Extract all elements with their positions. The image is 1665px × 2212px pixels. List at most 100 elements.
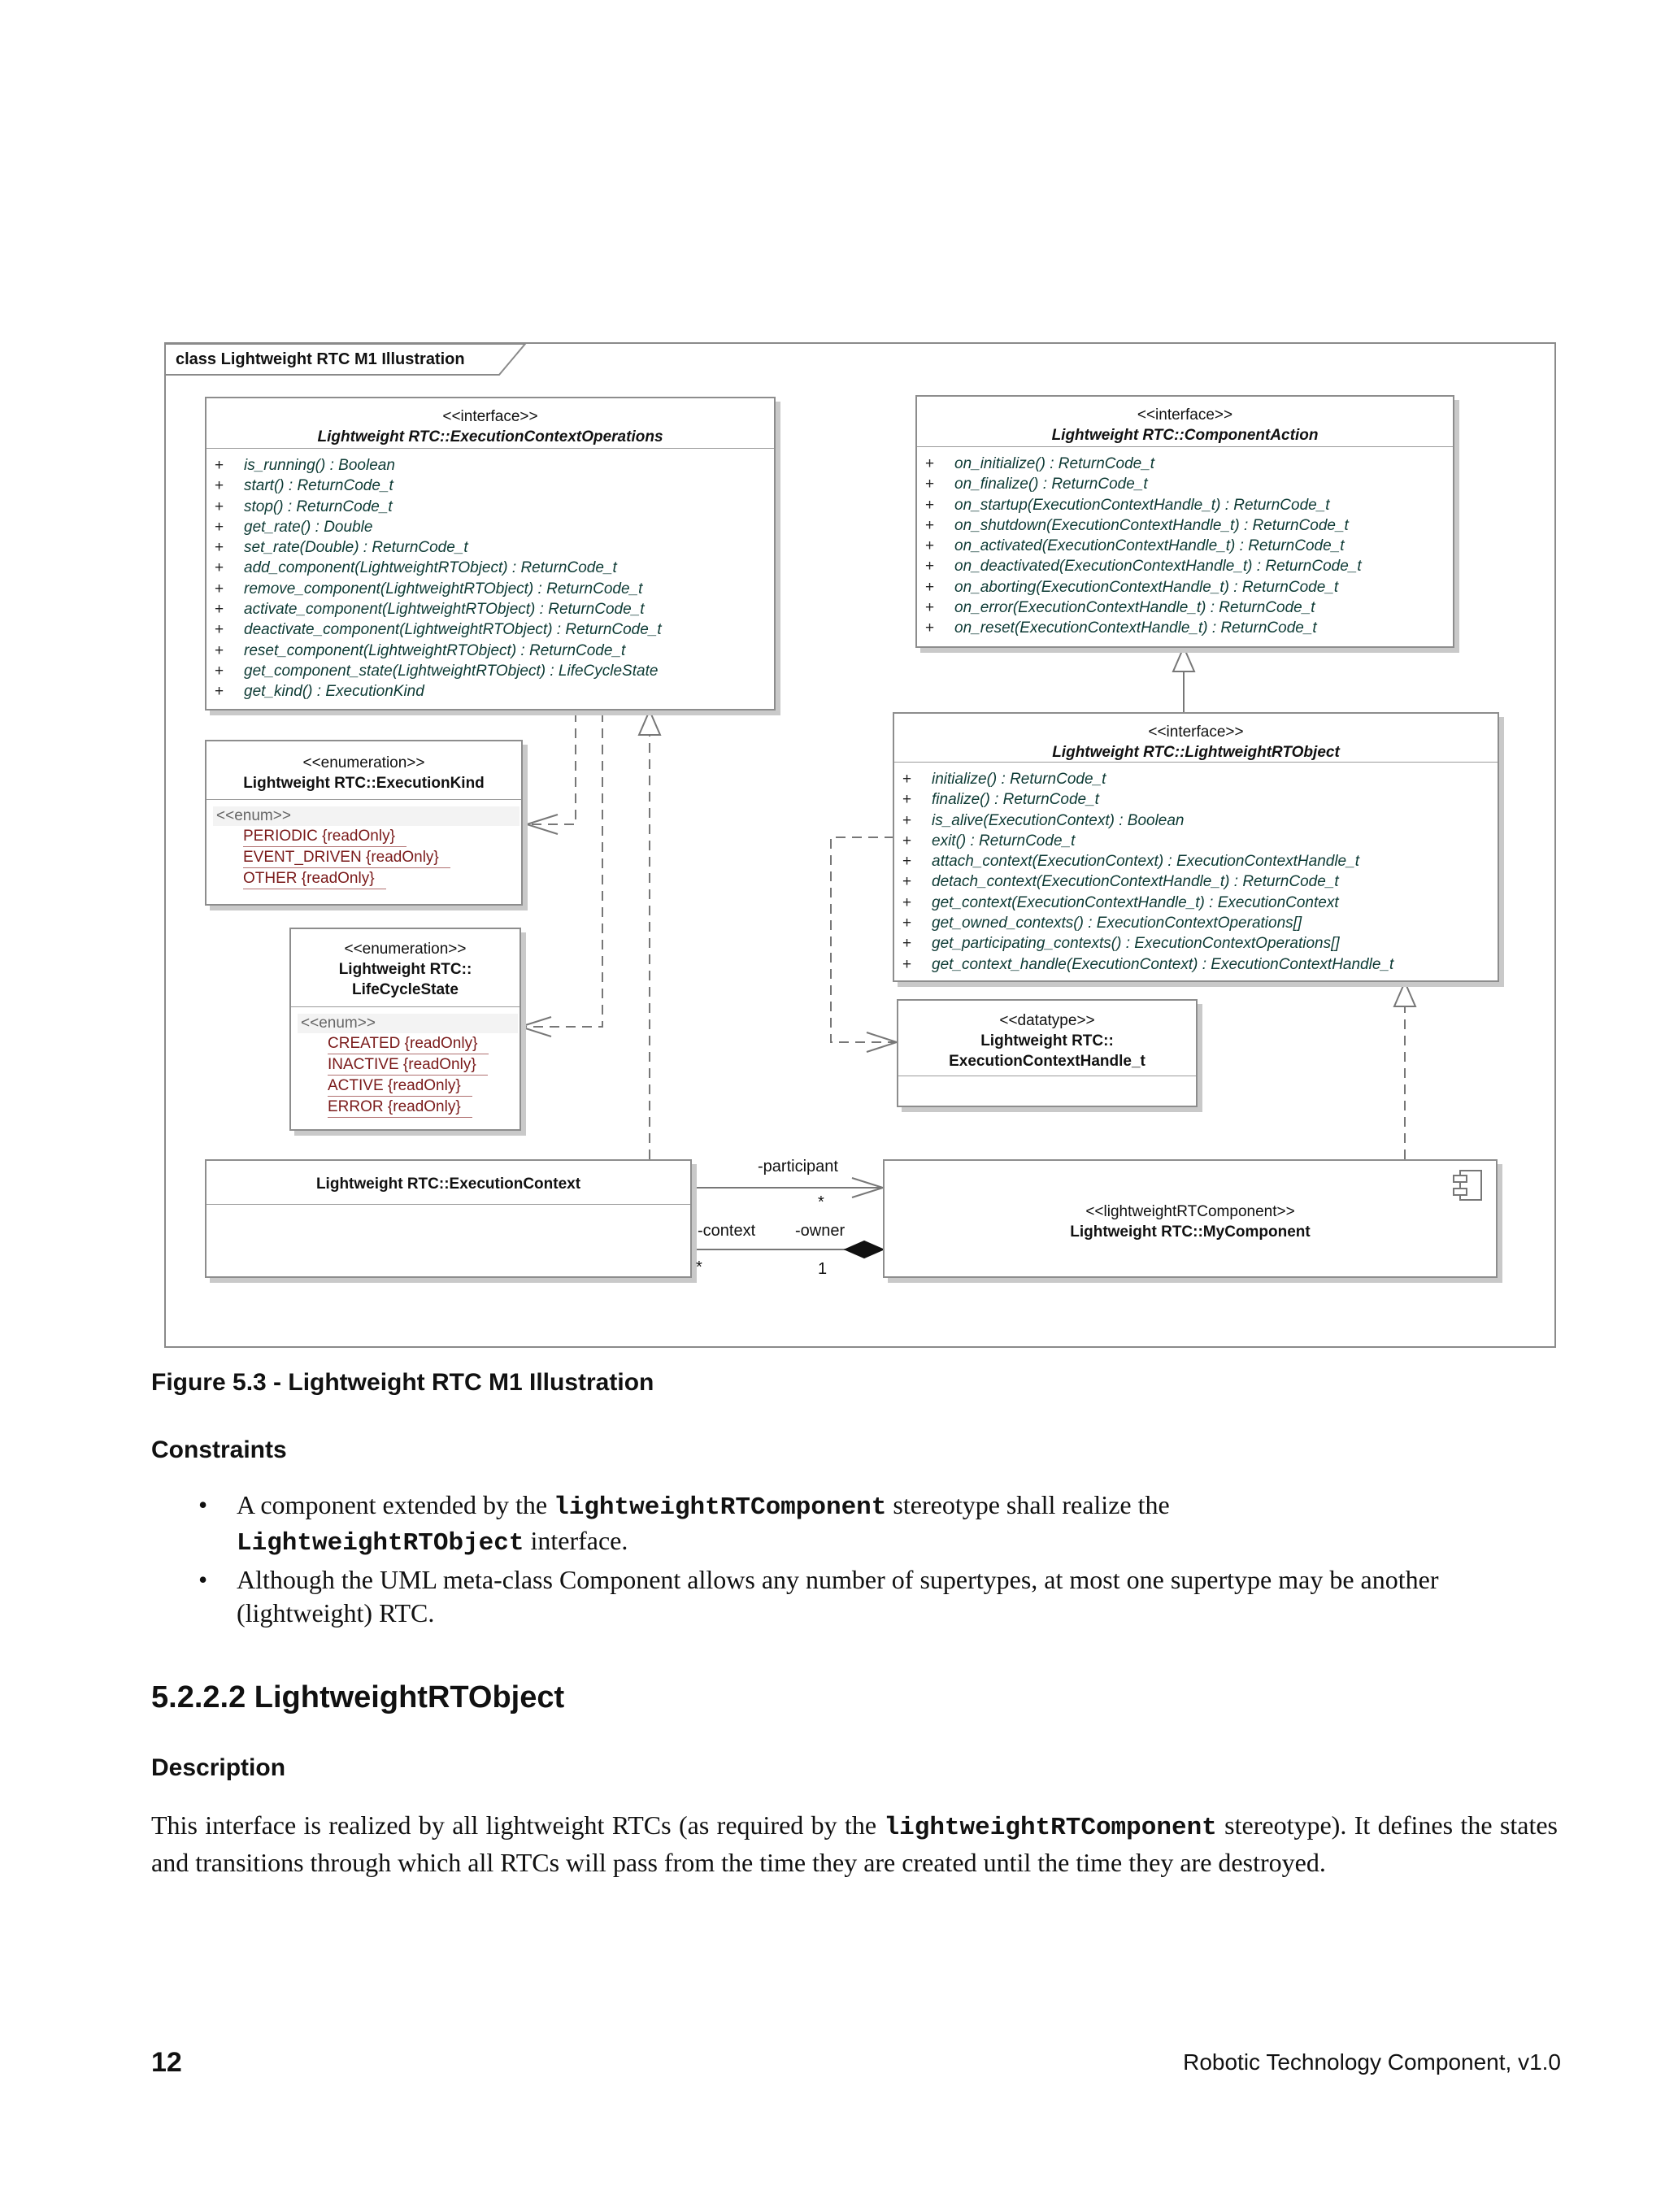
operation: +on_reset(ExecutionContextHandle_t) : Re… xyxy=(917,618,1453,638)
operation-signature: finalize() : ReturnCode_t xyxy=(932,791,1099,809)
operation-signature: on_error(ExecutionContextHandle_t) : Ret… xyxy=(954,599,1315,617)
class-name-line1: Lightweight RTC:: xyxy=(980,1032,1114,1050)
operation: +get_kind() : ExecutionKind xyxy=(206,681,774,702)
stereotype-label: <<datatype>> xyxy=(999,1012,1095,1029)
stereotype-label: <<interface>> xyxy=(1137,406,1233,424)
multiplicity-context: * xyxy=(696,1258,702,1276)
operation-signature: start() : ReturnCode_t xyxy=(244,477,393,495)
operation-signature: detach_context(ExecutionContextHandle_t)… xyxy=(932,873,1339,891)
page-number: 12 xyxy=(151,2047,182,2078)
enum-tag: <<enum>> xyxy=(298,1014,518,1033)
visibility-public: + xyxy=(215,662,224,680)
enum-literal: OTHER {readOnly} xyxy=(243,868,386,889)
frame-title: class Lightweight RTC M1 Illustration xyxy=(176,350,465,368)
operation-signature: is_alive(ExecutionContext) : Boolean xyxy=(932,811,1185,829)
text-run: stereotype). It defines the states and t… xyxy=(151,1810,1558,1877)
visibility-public: + xyxy=(925,558,935,576)
visibility-public: + xyxy=(215,477,224,495)
section-heading: 5.2.2.2 LightweightRTObject xyxy=(151,1680,565,1714)
visibility-public: + xyxy=(902,791,912,809)
operation: +on_shutdown(ExecutionContextHandle_t) :… xyxy=(917,515,1453,536)
operation-signature: get_kind() : ExecutionKind xyxy=(244,683,424,701)
diagram-frame: class Lightweight RTC M1 Illustration xyxy=(164,342,1556,1348)
component-icon xyxy=(1453,1170,1482,1201)
multiplicity-participant: * xyxy=(818,1193,824,1211)
datatype-ec-handle: <<datatype>> Lightweight RTC:: Execution… xyxy=(897,999,1198,1107)
visibility-public: + xyxy=(902,771,912,788)
operation: +deactivate_component(LightweightRTObjec… xyxy=(206,619,774,640)
class-name-line1: Lightweight RTC:: xyxy=(338,961,472,978)
class-name: Lightweight RTC::MyComponent xyxy=(1070,1223,1311,1241)
visibility-public: + xyxy=(902,811,912,829)
class-execution-context-operations: <<interface>> Lightweight RTC::Execution… xyxy=(205,397,776,711)
class-execution-context: Lightweight RTC::ExecutionContext xyxy=(205,1159,692,1278)
operation: + is_alive(ExecutionContext) : Boolean xyxy=(894,810,1498,831)
operation-signature: stop() : ReturnCode_t xyxy=(244,498,393,515)
operation: +stop() : ReturnCode_t xyxy=(206,497,774,517)
operation-signature: on_activated(ExecutionContextHandle_t) :… xyxy=(954,537,1345,555)
class-name: Lightweight RTC::ExecutionContextOperati… xyxy=(317,428,663,445)
class-lightweight-rtobject: <<interface>> Lightweight RTC::Lightweig… xyxy=(893,712,1499,982)
class-name-line2: LifeCycleState xyxy=(352,981,459,998)
operation-signature: initialize() : ReturnCode_t xyxy=(932,771,1106,788)
text-run: Although the UML meta-class Component al… xyxy=(237,1565,1439,1594)
operation-signature: get_context_handle(ExecutionContext) : E… xyxy=(932,955,1394,973)
operation: +get_participating_contexts() : Executio… xyxy=(894,933,1498,954)
operation: +on_aborting(ExecutionContextHandle_t) :… xyxy=(917,577,1453,598)
stereotype-label: <<lightweightRTComponent>> xyxy=(1085,1203,1295,1220)
visibility-public: + xyxy=(215,559,224,577)
dependency-execution-kind xyxy=(527,712,576,825)
enum-literal: CREATED {readOnly} xyxy=(328,1033,489,1054)
text-run: This interface is realized by all lightw… xyxy=(151,1810,885,1840)
visibility-public: + xyxy=(215,457,224,474)
diagram-connectors xyxy=(517,645,1417,1259)
operation-signature: on_finalize() : ReturnCode_t xyxy=(954,476,1148,493)
operation: + initialize() : ReturnCode_t xyxy=(894,769,1498,789)
operation-signature: is_running() : Boolean xyxy=(244,457,395,474)
frame-tab xyxy=(166,344,527,376)
code-lightweight-rtcomponent: lightweightRTComponent xyxy=(554,1493,887,1522)
class-name: Lightweight RTC::LightweightRTObject xyxy=(1052,744,1340,761)
bullet-text: A component extended by the lightweightR… xyxy=(237,1488,1570,1560)
dependency-lifecycle-state xyxy=(520,712,603,1028)
class-name: Lightweight RTC::ExecutionContext xyxy=(315,1176,581,1193)
operation-signature: deactivate_component(LightweightRTObject… xyxy=(244,621,662,639)
stereotype-label: <<interface>> xyxy=(442,408,538,425)
generalization-arrow-component-action xyxy=(1172,645,1196,672)
visibility-public: + xyxy=(902,832,912,850)
operation-signature: get_participating_contexts() : Execution… xyxy=(932,935,1340,953)
operation-signature: reset_component(LightweightRTObject) : R… xyxy=(244,641,626,659)
visibility-public: + xyxy=(925,537,935,555)
visibility-public: + xyxy=(902,853,912,871)
operation-list: + is_running() : Boolean + start() : Return… xyxy=(206,449,774,702)
visibility-public: + xyxy=(215,580,224,598)
description-heading: Description xyxy=(151,1754,286,1781)
operation-signature: get_component_state(LightweightRTObject)… xyxy=(244,662,659,680)
operation-signature: activate_component(LightweightRTObject) … xyxy=(244,601,645,619)
enum-literal: INACTIVE {readOnly} xyxy=(328,1054,488,1076)
operation: +on_deactivated(ExecutionContextHandle_t… xyxy=(917,556,1453,576)
footer-title: Robotic Technology Component, v1.0 xyxy=(1183,2049,1561,2075)
figure-caption: Figure 5.3 - Lightweight RTC M1 Illustra… xyxy=(151,1369,654,1396)
operation-signature: on_shutdown(ExecutionContextHandle_t) : … xyxy=(954,516,1349,534)
class-name: Lightweight RTC::ExecutionKind xyxy=(243,775,485,792)
operation: +get_context_handle(ExecutionContext) : … xyxy=(894,954,1498,975)
role-owner: -owner xyxy=(795,1222,846,1240)
visibility-public: + xyxy=(925,476,935,493)
code-lightweight-rtcomponent: lightweightRTComponent xyxy=(884,1814,1217,1842)
role-participant: -participant xyxy=(758,1158,838,1176)
role-context: -context xyxy=(698,1222,756,1240)
visibility-public: + xyxy=(925,455,935,472)
literal-list: PERIODIC {readOnly}EVENT_DRIVEN {readOnl… xyxy=(206,826,521,889)
enum-execution-kind: <<enumeration>> Lightweight RTC::Executi… xyxy=(205,740,523,906)
operation: +activate_component(LightweightRTObject)… xyxy=(206,599,774,619)
operation: + finalize() : ReturnCode_t xyxy=(894,789,1498,810)
visibility-public: + xyxy=(902,915,912,932)
realization-arrow-ec-ops xyxy=(637,708,662,736)
operation: + attach_context(ExecutionContext) : Exec… xyxy=(894,851,1498,871)
operation-signature: attach_context(ExecutionContext) : Execu… xyxy=(932,853,1359,871)
operation-signature: remove_component(LightweightRTObject) : … xyxy=(244,580,643,598)
component-my-component: <<lightweightRTComponent>> Lightweight R… xyxy=(883,1159,1498,1278)
stereotype-label: <<interface>> xyxy=(1148,724,1244,741)
operation: +get_context(ExecutionContextHandle_t) :… xyxy=(894,893,1498,913)
